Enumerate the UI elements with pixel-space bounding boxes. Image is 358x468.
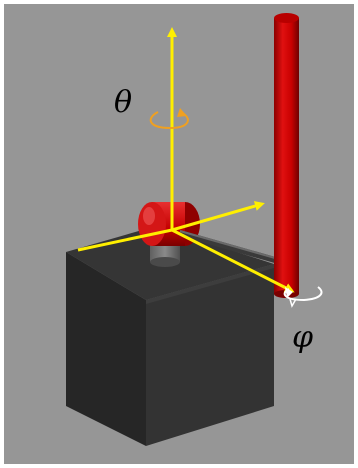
- phi-label: φ: [292, 320, 313, 355]
- red-pole: [274, 13, 299, 298]
- theta-label: θ: [114, 85, 132, 120]
